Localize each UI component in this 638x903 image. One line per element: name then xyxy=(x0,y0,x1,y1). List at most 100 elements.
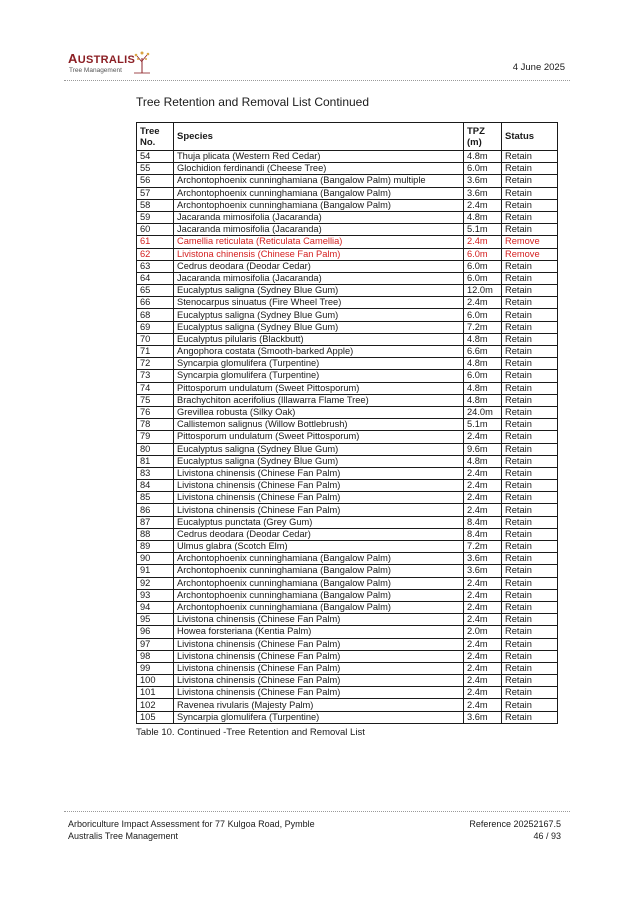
cell-tree-no: 70 xyxy=(136,332,174,347)
cell-tpz: 6.6m xyxy=(463,344,502,359)
cell-status: Retain xyxy=(501,149,558,164)
cell-tree-no: 93 xyxy=(136,588,174,602)
footer-left: Arboriculture Impact Assessment for 77 K… xyxy=(68,819,315,842)
cell-tree-no: 88 xyxy=(136,527,174,542)
cell-species: Jacaranda mimosifolia (Jacaranda) xyxy=(173,271,464,286)
cell-tree-no: 57 xyxy=(136,186,174,200)
cell-species: Howea forsteriana (Kentia Palm) xyxy=(173,625,464,639)
footer-report-title: Arboriculture Impact Assessment for 77 K… xyxy=(68,819,315,829)
cell-species: Eucalyptus saligna (Sydney Blue Gum) xyxy=(173,454,464,468)
cell-status: Retain xyxy=(501,491,558,505)
logo-wordmark: AUSTRALIS xyxy=(68,51,136,66)
footer-reference: Reference 20252167.5 xyxy=(469,819,561,829)
cell-status: Retain xyxy=(501,686,558,700)
cell-species: Pittosporum undulatum (Sweet Pittosporum… xyxy=(173,430,464,444)
cell-tree-no: 85 xyxy=(136,491,174,505)
cell-tree-no: 63 xyxy=(136,259,174,273)
cell-status: Retain xyxy=(501,405,558,420)
cell-status: Retain xyxy=(501,381,558,395)
cell-status: Retain xyxy=(501,344,558,359)
cell-tree-no: 75 xyxy=(136,393,174,407)
cell-species: Thuja plicata (Western Red Cedar) xyxy=(173,149,464,164)
cell-species: Eucalyptus saligna (Sydney Blue Gum) xyxy=(173,320,464,334)
cell-status: Retain xyxy=(501,625,558,639)
cell-tpz: 2.4m xyxy=(463,698,502,712)
cell-tpz: 6.0m xyxy=(463,271,502,286)
cell-tree-no: 69 xyxy=(136,320,174,334)
cell-tree-no: 91 xyxy=(136,564,174,578)
cell-status: Retain xyxy=(501,649,558,663)
cell-species: Brachychiton acerifolius (Illawarra Flam… xyxy=(173,393,464,407)
cell-status: Retain xyxy=(501,284,558,298)
cell-tree-no: 96 xyxy=(136,625,174,639)
company-logo: AUSTRALIS Tree Management xyxy=(68,48,158,78)
cell-tpz: 2.4m xyxy=(463,686,502,700)
cell-tree-no: 56 xyxy=(136,174,174,188)
cell-status: Retain xyxy=(501,515,558,529)
cell-tree-no: 55 xyxy=(136,162,174,176)
cell-species: Livistona chinensis (Chinese Fan Palm) xyxy=(173,466,464,481)
cell-tree-no: 73 xyxy=(136,369,174,383)
cell-tpz: 2.4m xyxy=(463,296,502,310)
cell-status: Retain xyxy=(501,259,558,273)
cell-species: Livistona chinensis (Chinese Fan Palm) xyxy=(173,491,464,505)
cell-tree-no: 94 xyxy=(136,600,174,615)
cell-species: Livistona chinensis (Chinese Fan Palm) xyxy=(173,649,464,663)
cell-status: Retain xyxy=(501,210,558,225)
footer-right: Reference 20252167.5 46 / 93 xyxy=(469,819,561,842)
cell-tpz: 2.4m xyxy=(463,649,502,663)
cell-status: Retain xyxy=(501,564,558,578)
cell-species: Eucalyptus punctata (Grey Gum) xyxy=(173,515,464,529)
cell-species: Archontophoenix cunninghamiana (Bangalow… xyxy=(173,186,464,200)
cell-species: Angophora costata (Smooth-barked Apple) xyxy=(173,344,464,359)
cell-tpz: 2.4m xyxy=(463,491,502,505)
header-status: Status xyxy=(501,122,558,151)
cell-status: Retain xyxy=(501,223,558,237)
cell-tpz: 2.4m xyxy=(463,661,502,676)
cell-status: Retain xyxy=(501,186,558,200)
cell-species: Archontophoenix cunninghamiana (Bangalow… xyxy=(173,576,464,590)
cell-tpz: 24.0m xyxy=(463,405,502,420)
cell-tpz: 2.4m xyxy=(463,588,502,602)
cell-status: Retain xyxy=(501,674,558,688)
cell-tree-no: 65 xyxy=(136,284,174,298)
cell-species: Syncarpia glomulifera (Turpentine) xyxy=(173,357,464,371)
cell-status: Retain xyxy=(501,418,558,432)
cell-species: Ravenea rivularis (Majesty Palm) xyxy=(173,698,464,712)
cell-status: Retain xyxy=(501,637,558,651)
cell-species: Livistona chinensis (Chinese Fan Palm) xyxy=(173,661,464,676)
cell-status: Retain xyxy=(501,466,558,481)
cell-tpz: 2.4m xyxy=(463,613,502,627)
cell-species: Syncarpia glomulifera (Turpentine) xyxy=(173,710,464,724)
cell-tree-no: 80 xyxy=(136,442,174,456)
cell-tpz: 2.4m xyxy=(463,600,502,615)
table-caption: Table 10. Continued -Tree Retention and … xyxy=(136,727,365,738)
cell-species: Jacaranda mimosifolia (Jacaranda) xyxy=(173,210,464,225)
cell-species: Livistona chinensis (Chinese Fan Palm) xyxy=(173,637,464,651)
cell-tree-no: 78 xyxy=(136,418,174,432)
cell-tree-no: 99 xyxy=(136,661,174,676)
